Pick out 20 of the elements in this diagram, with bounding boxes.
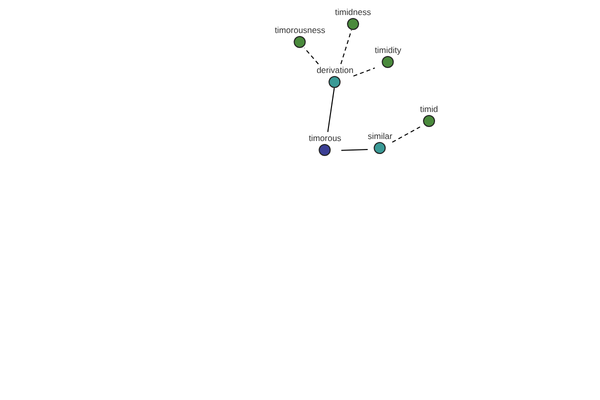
dashed-connector [304, 48, 319, 64]
dashed-connector [340, 30, 352, 64]
word-node [308, 132, 342, 156]
word-node [316, 64, 354, 88]
node-label: timid [420, 103, 438, 115]
node-label: timorous [308, 132, 342, 144]
node-label: derivation [316, 64, 354, 76]
word-node [420, 103, 438, 127]
word-node [368, 130, 392, 154]
connector-line [340, 148, 368, 151]
connector-line [327, 88, 335, 132]
node-label: timidity [374, 44, 402, 56]
node-label: similar [368, 130, 392, 142]
node-label: timorousness [274, 24, 326, 36]
word-node [335, 6, 371, 30]
word-node [274, 24, 326, 48]
dashed-connector [352, 68, 376, 77]
word-node [374, 44, 402, 68]
dashed-connector [392, 126, 421, 143]
node-label: timidness [335, 6, 371, 18]
